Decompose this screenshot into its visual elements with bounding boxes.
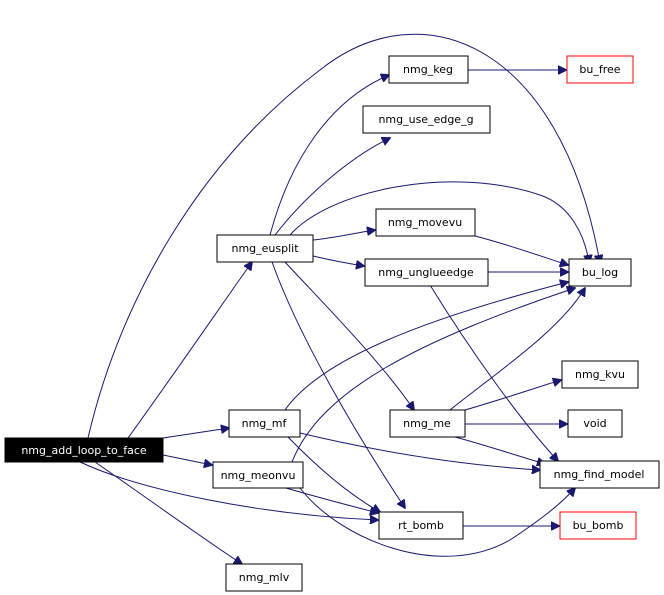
edges bbox=[79, 33, 600, 564]
edge-nmg-meonvu-to-rt-bomb bbox=[285, 487, 378, 513]
edge-nmg-eusplit-to-nmg-keg bbox=[269, 75, 389, 236]
node-label: nmg_use_edge_g bbox=[378, 113, 473, 126]
node-nmg-me[interactable]: nmg_me bbox=[389, 409, 466, 438]
node-bu-bomb[interactable]: bu_bomb bbox=[559, 511, 637, 540]
node-label: nmg_mf bbox=[242, 417, 288, 430]
node-bu-free[interactable]: bu_free bbox=[566, 55, 634, 84]
node-label: nmg_mlv bbox=[239, 571, 290, 584]
node-nmg-unglueedge[interactable]: nmg_unglueedge bbox=[364, 258, 489, 287]
edge-nmg-meonvu-to-bu-log bbox=[291, 288, 575, 463]
node-nmg-movevu[interactable]: nmg_movevu bbox=[375, 208, 476, 237]
edge-nmg-eusplit-to-nmg-movevu bbox=[312, 230, 375, 241]
node-label: nmg_add_loop_to_face bbox=[21, 444, 147, 457]
node-label: nmg_unglueedge bbox=[378, 266, 474, 279]
edge-nmg-mf-to-bu-log bbox=[284, 282, 568, 411]
edge-root-to-rt-bomb bbox=[79, 461, 378, 520]
node-nmg-keg[interactable]: nmg_keg bbox=[388, 55, 469, 84]
edge-nmg-me-to-nmg-find-model bbox=[454, 436, 545, 464]
edge-nmg-eusplit-to-nmg-use-edge-g bbox=[274, 138, 390, 236]
node-label: void bbox=[583, 417, 606, 430]
edge-nmg-mf-to-rt-bomb bbox=[287, 436, 380, 512]
edge-nmg-eusplit-to-rt-bomb bbox=[271, 261, 405, 508]
nodes: nmg_add_loop_to_face nmg_eusplit nmg_mf … bbox=[4, 55, 660, 592]
node-nmg-use-edge-g[interactable]: nmg_use_edge_g bbox=[362, 105, 491, 134]
node-label: nmg_me bbox=[403, 417, 451, 430]
edge-nmg-me-to-bu-log bbox=[449, 288, 585, 411]
edge-root-to-nmg-meonvu bbox=[162, 454, 212, 465]
edge-nmg-mf-to-nmg-find-model bbox=[299, 432, 540, 470]
node-label: rt_bomb bbox=[398, 519, 444, 532]
edge-nmg-movevu-to-bu-log bbox=[474, 235, 568, 265]
edge-nmg-meonvu-to-nmg-find-model bbox=[299, 488, 575, 557]
edge-nmg-eusplit-to-nmg-me bbox=[284, 261, 414, 410]
node-nmg-find-model[interactable]: nmg_find_model bbox=[539, 460, 660, 489]
node-nmg-mf[interactable]: nmg_mf bbox=[228, 409, 301, 438]
edge-root-to-nmg-mf bbox=[162, 428, 229, 439]
node-bu-log[interactable]: bu_log bbox=[568, 258, 632, 287]
edge-nmg-eusplit-to-nmg-unglueedge bbox=[312, 255, 364, 266]
node-label: nmg_eusplit bbox=[231, 242, 299, 255]
edge-nmg-unglueedge-to-nmg-find-model bbox=[429, 284, 558, 461]
edge-root-to-bu-log bbox=[87, 33, 600, 439]
edge-root-to-nmg-eusplit bbox=[127, 262, 252, 439]
node-label: bu_bomb bbox=[573, 519, 624, 532]
node-label: nmg_kvu bbox=[575, 368, 625, 381]
node-void[interactable]: void bbox=[567, 409, 623, 438]
edge-nmg-eusplit-to-bu-log bbox=[289, 181, 589, 263]
node-label: nmg_find_model bbox=[554, 468, 645, 481]
node-nmg-mlv[interactable]: nmg_mlv bbox=[225, 563, 303, 592]
node-label: bu_free bbox=[579, 63, 620, 76]
node-label: nmg_meonvu bbox=[221, 469, 296, 482]
node-rt-bomb[interactable]: rt_bomb bbox=[378, 511, 464, 540]
node-nmg-kvu[interactable]: nmg_kvu bbox=[561, 360, 639, 389]
node-label: bu_log bbox=[582, 266, 618, 279]
node-label: nmg_keg bbox=[403, 63, 453, 76]
node-nmg-meonvu[interactable]: nmg_meonvu bbox=[212, 461, 304, 489]
node-label: nmg_movevu bbox=[388, 216, 462, 229]
edge-nmg-me-to-nmg-kvu bbox=[464, 380, 561, 411]
node-nmg-eusplit[interactable]: nmg_eusplit bbox=[216, 234, 314, 263]
node-nmg-add-loop-to-face[interactable]: nmg_add_loop_to_face bbox=[4, 437, 164, 463]
